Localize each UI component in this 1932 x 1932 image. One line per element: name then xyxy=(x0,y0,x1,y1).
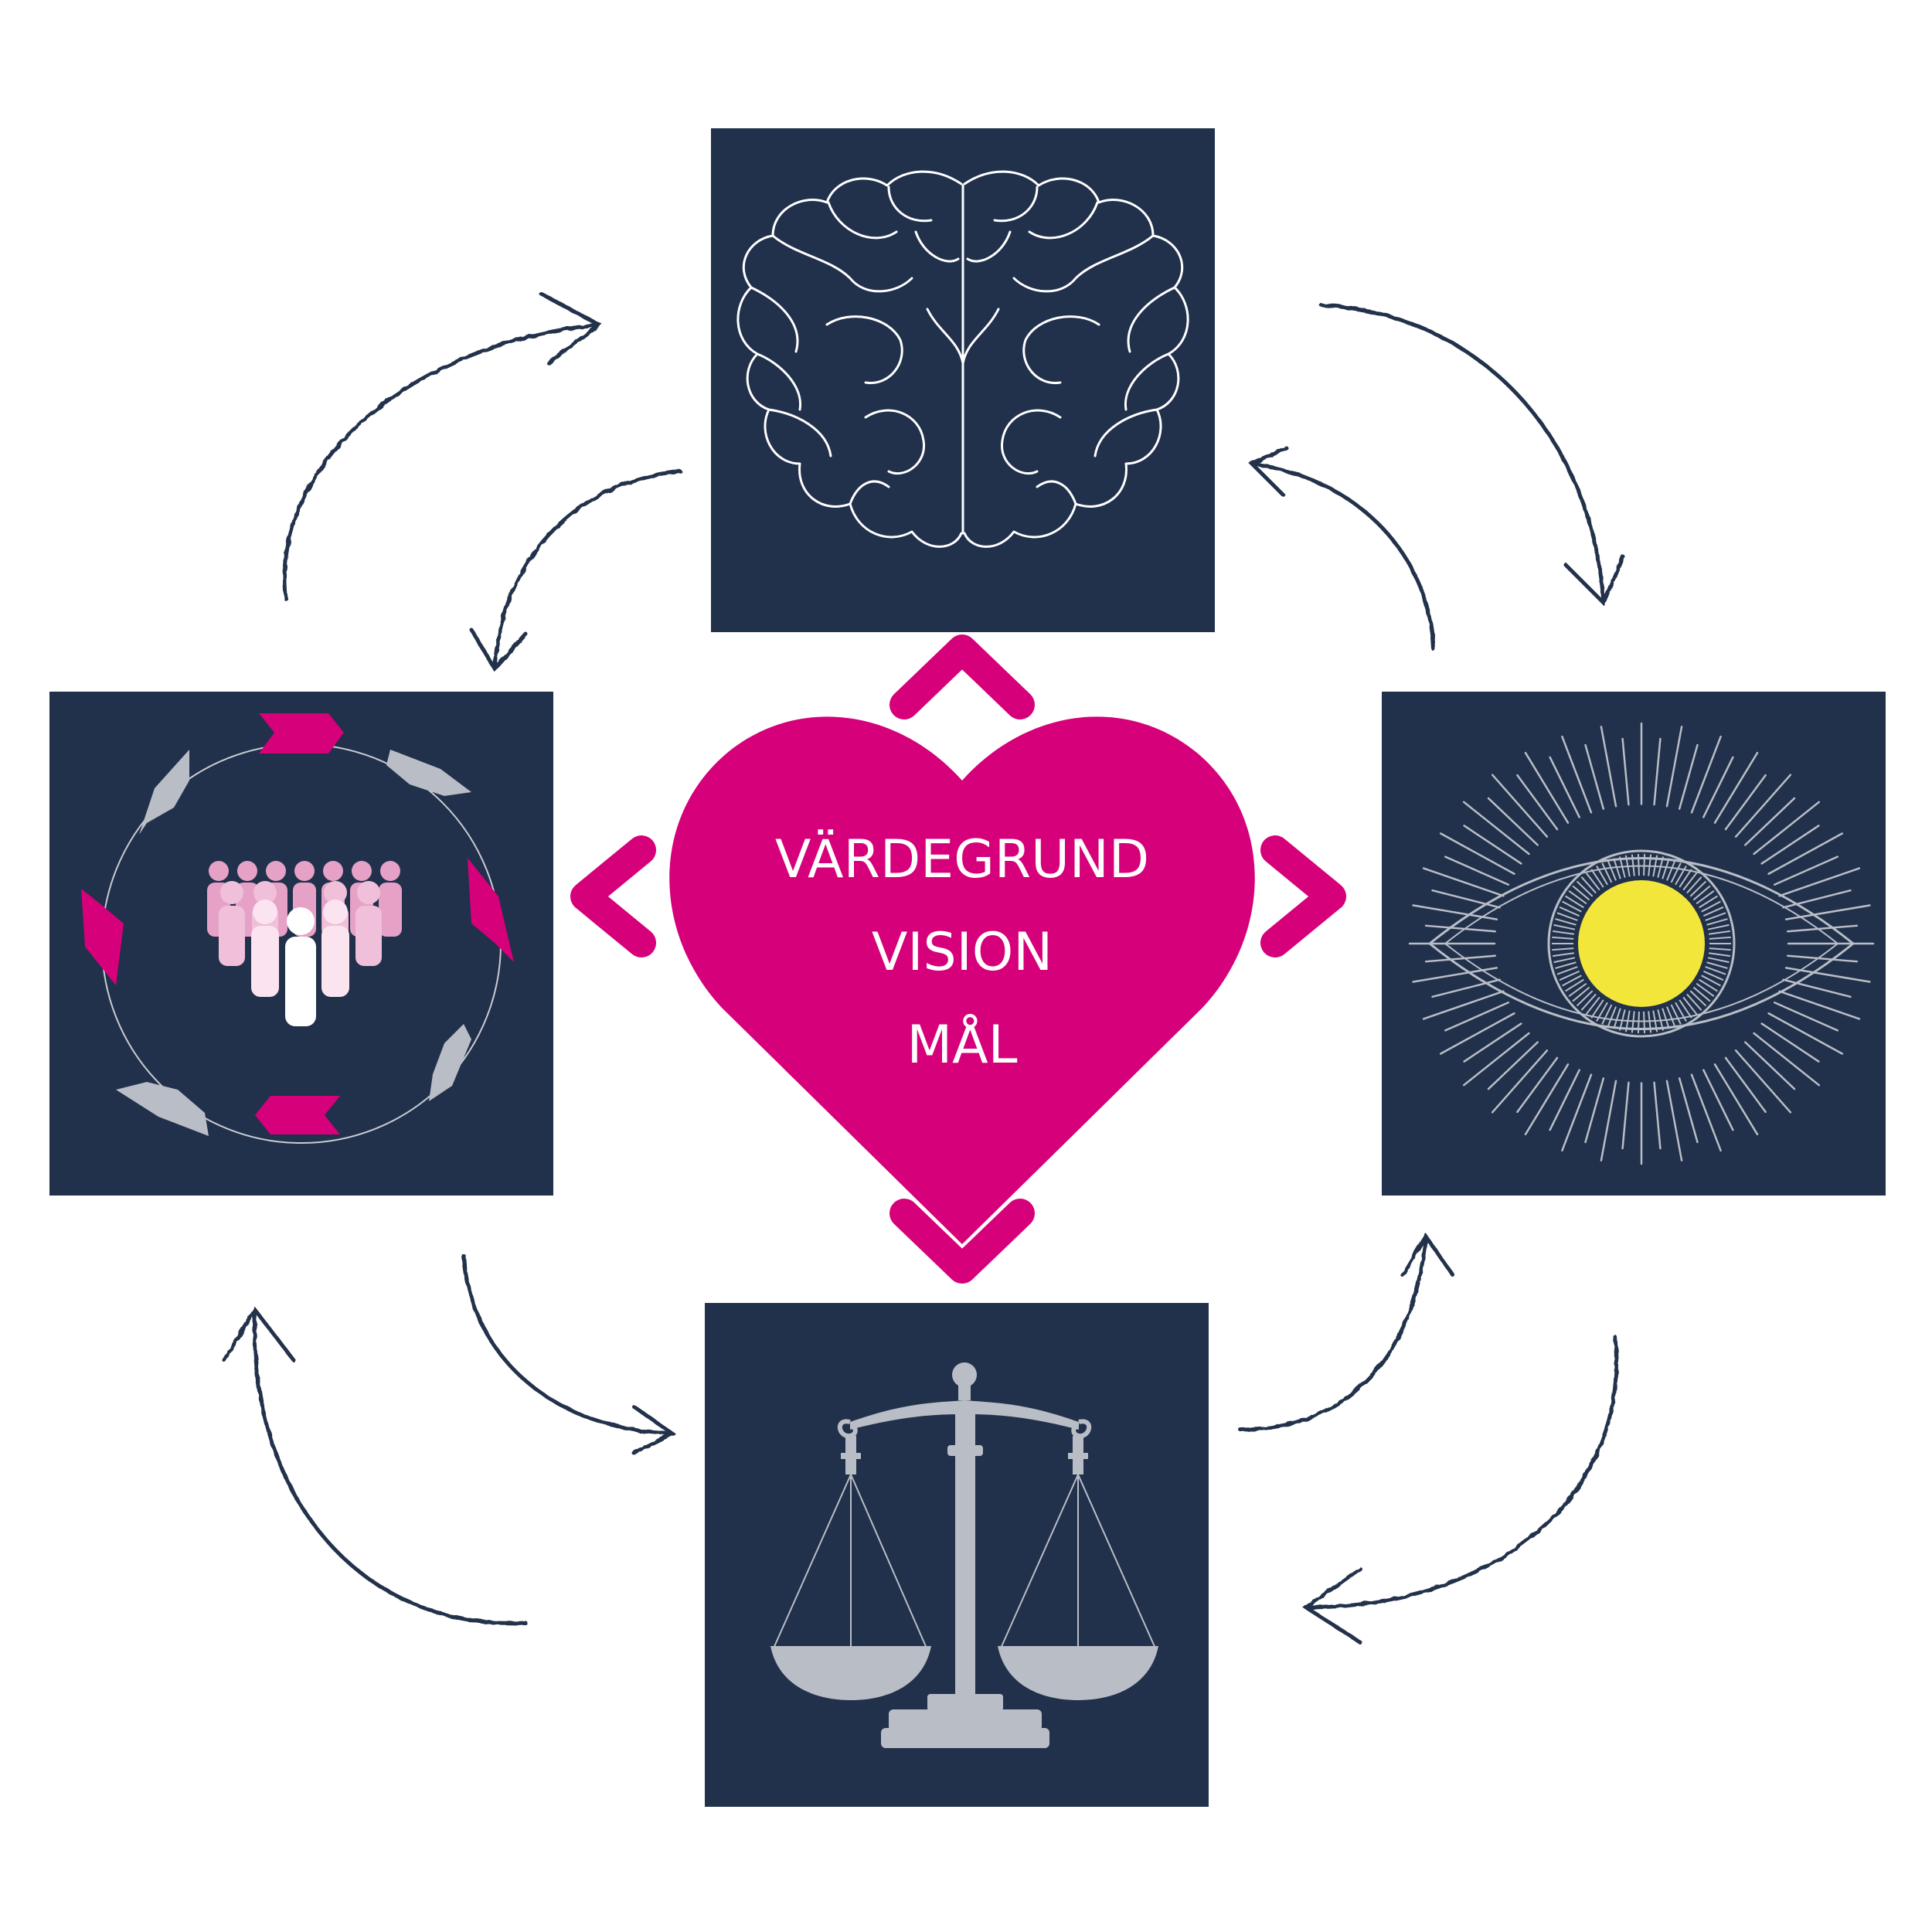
chevron-up-icon xyxy=(904,649,1020,705)
heart-line-2: VISION xyxy=(872,922,1053,983)
curved-arrow-5 xyxy=(1240,1236,1426,1430)
curved-arrow-3 xyxy=(1321,305,1604,603)
curved-arrow-8 xyxy=(255,1310,526,1623)
curved-arrow-1 xyxy=(284,325,599,599)
curved-arrow-7 xyxy=(464,1256,672,1434)
panel-brain xyxy=(711,128,1215,632)
pupil xyxy=(1578,880,1705,1007)
chevron-left-icon xyxy=(585,850,641,943)
arrow-head-5 xyxy=(1403,1236,1453,1275)
heart-line-3: MÅL xyxy=(906,1013,1017,1076)
iris-tick xyxy=(1644,1012,1645,1033)
panel-eye xyxy=(1382,692,1886,1196)
panel-scales xyxy=(705,1303,1209,1807)
chevron-right-icon xyxy=(1275,850,1332,943)
iris-tick xyxy=(1638,854,1639,876)
heart-line-1: VÄRDEGRUND xyxy=(775,829,1149,890)
arrow-head-3 xyxy=(1565,556,1623,603)
iris-tick xyxy=(1644,854,1645,876)
iris-tick xyxy=(1638,1012,1639,1033)
curved-arrow-6 xyxy=(1306,1337,1617,1607)
panel-team xyxy=(49,692,553,1196)
arrow-head-8 xyxy=(224,1310,294,1360)
center-heart-group: VÄRDEGRUND VISION MÅL xyxy=(585,649,1332,1269)
